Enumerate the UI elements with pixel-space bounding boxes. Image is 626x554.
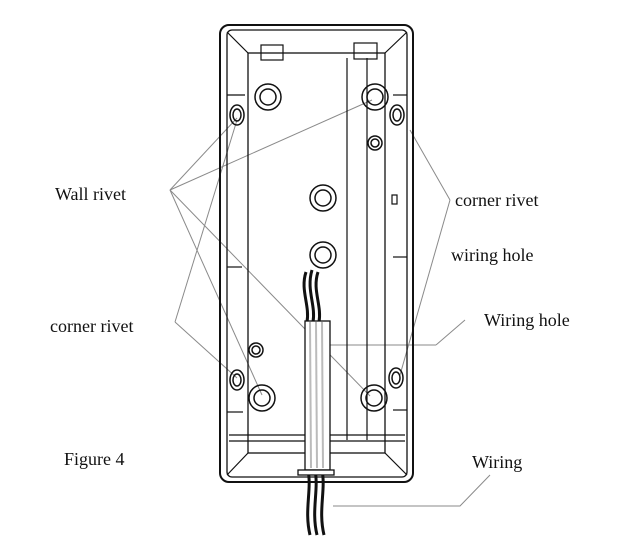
- wiring-cable: [297, 269, 335, 536]
- label-wiring: Wiring: [472, 452, 523, 472]
- figure-caption: Figure 4: [64, 449, 125, 469]
- label-corner-rivet-right: corner rivet: [455, 190, 539, 210]
- label-wiring-hole-lower: Wiring hole: [484, 310, 570, 330]
- label-wiring-hole-upper: wiring hole: [451, 245, 534, 265]
- label-corner-rivet-left: corner rivet: [50, 316, 134, 336]
- label-wall-rivet: Wall rivet: [55, 184, 127, 204]
- leader-lines: [169, 99, 491, 507]
- rivet-holes: [229, 83, 405, 412]
